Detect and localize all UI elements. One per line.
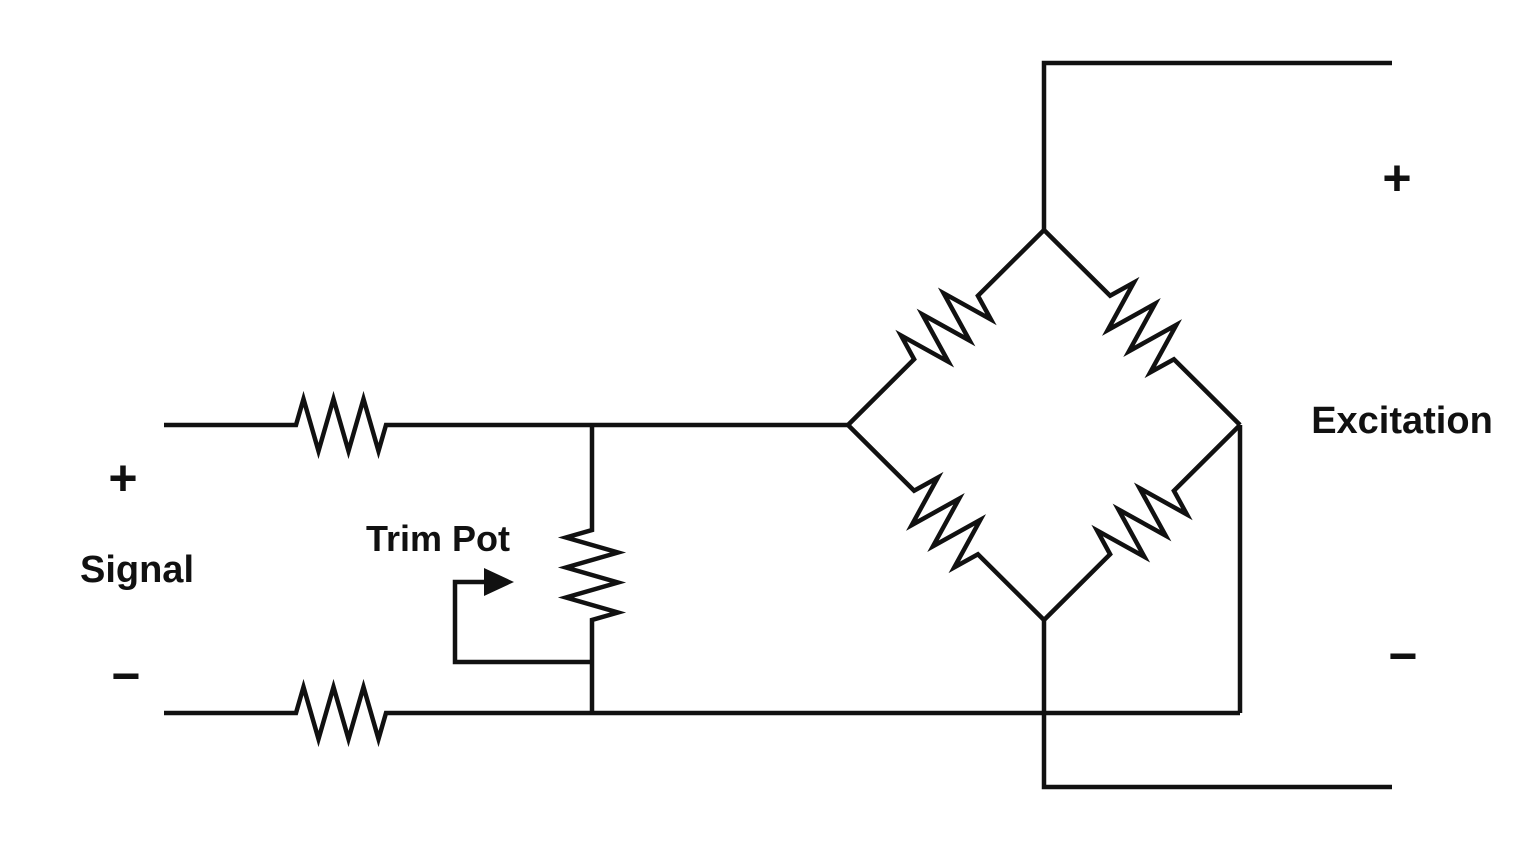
bridge-resistor-bottom-left-icon	[846, 423, 1046, 622]
excitation-plus-label: +	[1382, 150, 1412, 206]
signal-plus-label: +	[108, 450, 138, 506]
bridge-resistor-top-right-icon	[1042, 228, 1242, 427]
signal-label: Signal	[79, 549, 195, 591]
signal-plus-wire-resistor-icon	[164, 390, 848, 460]
bridge-resistor-top-left-icon	[846, 228, 1046, 427]
trim-pot-resistor-icon	[557, 425, 627, 713]
excitation-minus-label: −	[1388, 628, 1418, 684]
signal-minus-label: −	[111, 648, 141, 704]
signal-minus-wire-resistor-icon	[164, 678, 1240, 748]
excitation-plus-wire	[1041, 60, 1392, 230]
excitation-label: Excitation	[1311, 400, 1493, 442]
bridge-resistor-bottom-right-icon	[1042, 423, 1242, 622]
trim-pot-label: Trim Pot	[365, 518, 511, 559]
excitation-minus-wire	[1041, 620, 1392, 790]
wiper-arrow-icon	[484, 568, 514, 596]
trim-pot-wiper-wire	[452, 579, 592, 665]
